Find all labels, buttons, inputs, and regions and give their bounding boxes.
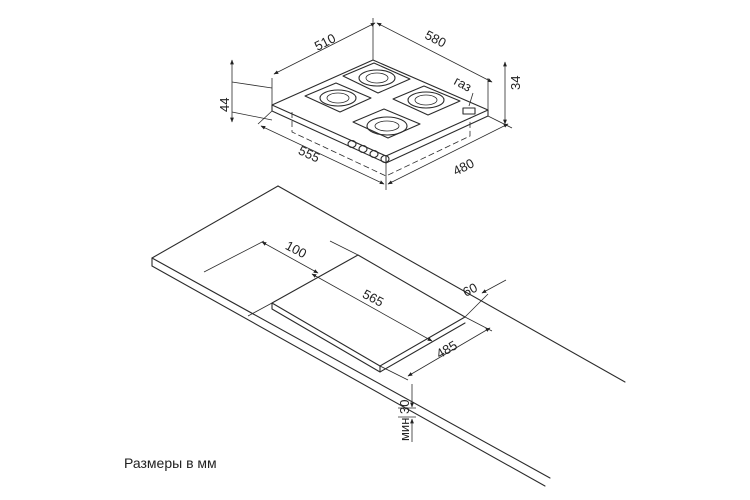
cutout-depth-label: 485	[433, 337, 459, 361]
dim-height-label: 44	[217, 98, 232, 112]
knob	[347, 139, 357, 149]
dim-width-label: 510	[312, 30, 338, 53]
burner-front	[352, 108, 421, 139]
knob	[380, 154, 390, 164]
hob-drawing: 510 580 44 34 555 480 газ	[217, 18, 523, 190]
dim-side-label: 480	[450, 155, 476, 178]
units-caption: Размеры в мм	[124, 455, 217, 471]
cutout-edge-label: 60	[460, 280, 480, 300]
knob	[358, 144, 368, 154]
gas-label: газ	[452, 73, 475, 94]
gas-connector	[462, 107, 476, 115]
cutout-length-label: 565	[360, 286, 386, 309]
cutout-margin-label: 100	[283, 238, 309, 261]
burner-back	[342, 62, 411, 94]
countertop-drawing: 100 565 60 485 мин 30	[151, 185, 626, 487]
burner-right	[392, 85, 461, 116]
knob	[369, 149, 379, 159]
dim-top-height-label: 34	[508, 76, 523, 90]
countertop-thickness-label: мин 30	[397, 400, 412, 441]
dim-front-label: 555	[296, 143, 322, 166]
control-knobs	[347, 139, 390, 164]
dim-depth-label: 580	[422, 27, 448, 50]
burner-left	[304, 82, 372, 113]
